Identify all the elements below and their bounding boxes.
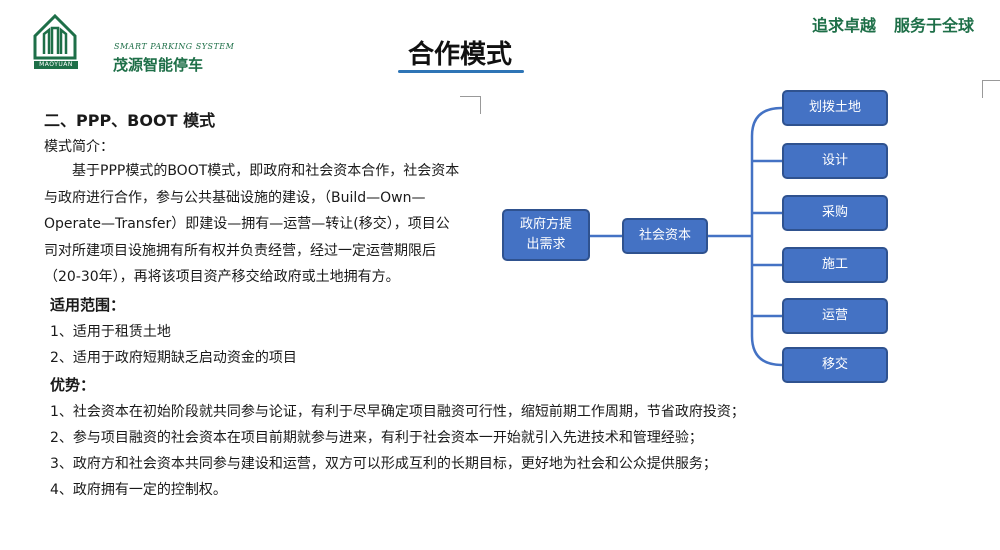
slogan-part-2: 服务于全球 <box>893 16 974 35</box>
diagram-connectors <box>590 106 783 367</box>
advantage-item: 4、政府拥有一定的控制权。 <box>50 481 227 498</box>
crop-mark <box>982 80 983 98</box>
section-heading: 二、PPP、BOOT 模式 <box>44 111 216 130</box>
node-social-capital: 社会资本 <box>622 218 708 254</box>
advantage-item: 3、政府方和社会资本共同参与建设和运营，双方可以形成互利的长期目标，更好地为社会… <box>50 455 717 472</box>
node-branch-land: 划拨土地 <box>782 90 888 126</box>
boot-flow-diagram: 政府方提出需求 社会资本 划拨土地 设计 采购 施工 运营 移交 <box>490 86 910 396</box>
logo-emblem-icon <box>33 14 77 60</box>
logo-brand-text: MAOYUAN <box>34 61 78 69</box>
document-body: 二、PPP、BOOT 模式 模式简介： 基于PPP模式的BOOT模式，即政府和社… <box>44 108 784 503</box>
node-government-demand: 政府方提出需求 <box>502 209 590 261</box>
intro-paragraph: 基于PPP模式的BOOT模式，即政府和社会资本合作，社会资本与政府进行合作，参与… <box>44 163 460 285</box>
slogan: 追求卓越服务于全球 <box>812 12 974 36</box>
node-branch-procurement: 采购 <box>782 195 888 231</box>
page-title: 合作模式 <box>407 40 512 70</box>
crop-mark <box>460 96 480 97</box>
node-branch-design: 设计 <box>782 143 888 179</box>
slogan-part-1: 追求卓越 <box>811 16 876 35</box>
company-logo: MAOYUAN SMART PARKING SYSTEM 茂源智能停车 <box>32 14 234 74</box>
advantage-item: 2、参与项目融资的社会资本在项目前期就参与进来，有利于社会资本一开始就引入先进技… <box>50 429 703 446</box>
node-branch-construction: 施工 <box>782 247 888 283</box>
node-branch-transfer: 移交 <box>782 347 888 383</box>
scope-item: 1、适用于租赁土地 <box>50 323 171 340</box>
crop-mark <box>480 96 481 114</box>
intro-label: 模式简介： <box>44 139 114 155</box>
title-underline <box>398 70 524 73</box>
logo-chinese-name: 茂源智能停车 <box>113 56 204 74</box>
advantage-item: 1、社会资本在初始阶段就共同参与论证，有利于尽早确定项目融资可行性，缩短前期工作… <box>50 403 745 420</box>
crop-mark <box>982 80 1000 81</box>
logo-english-name: SMART PARKING SYSTEM <box>114 42 235 51</box>
scope-item: 2、适用于政府短期缺乏启动资金的项目 <box>50 349 297 366</box>
scope-heading: 适用范围： <box>50 295 126 314</box>
node-branch-operation: 运营 <box>782 298 888 334</box>
advantages-heading: 优势： <box>50 375 96 394</box>
